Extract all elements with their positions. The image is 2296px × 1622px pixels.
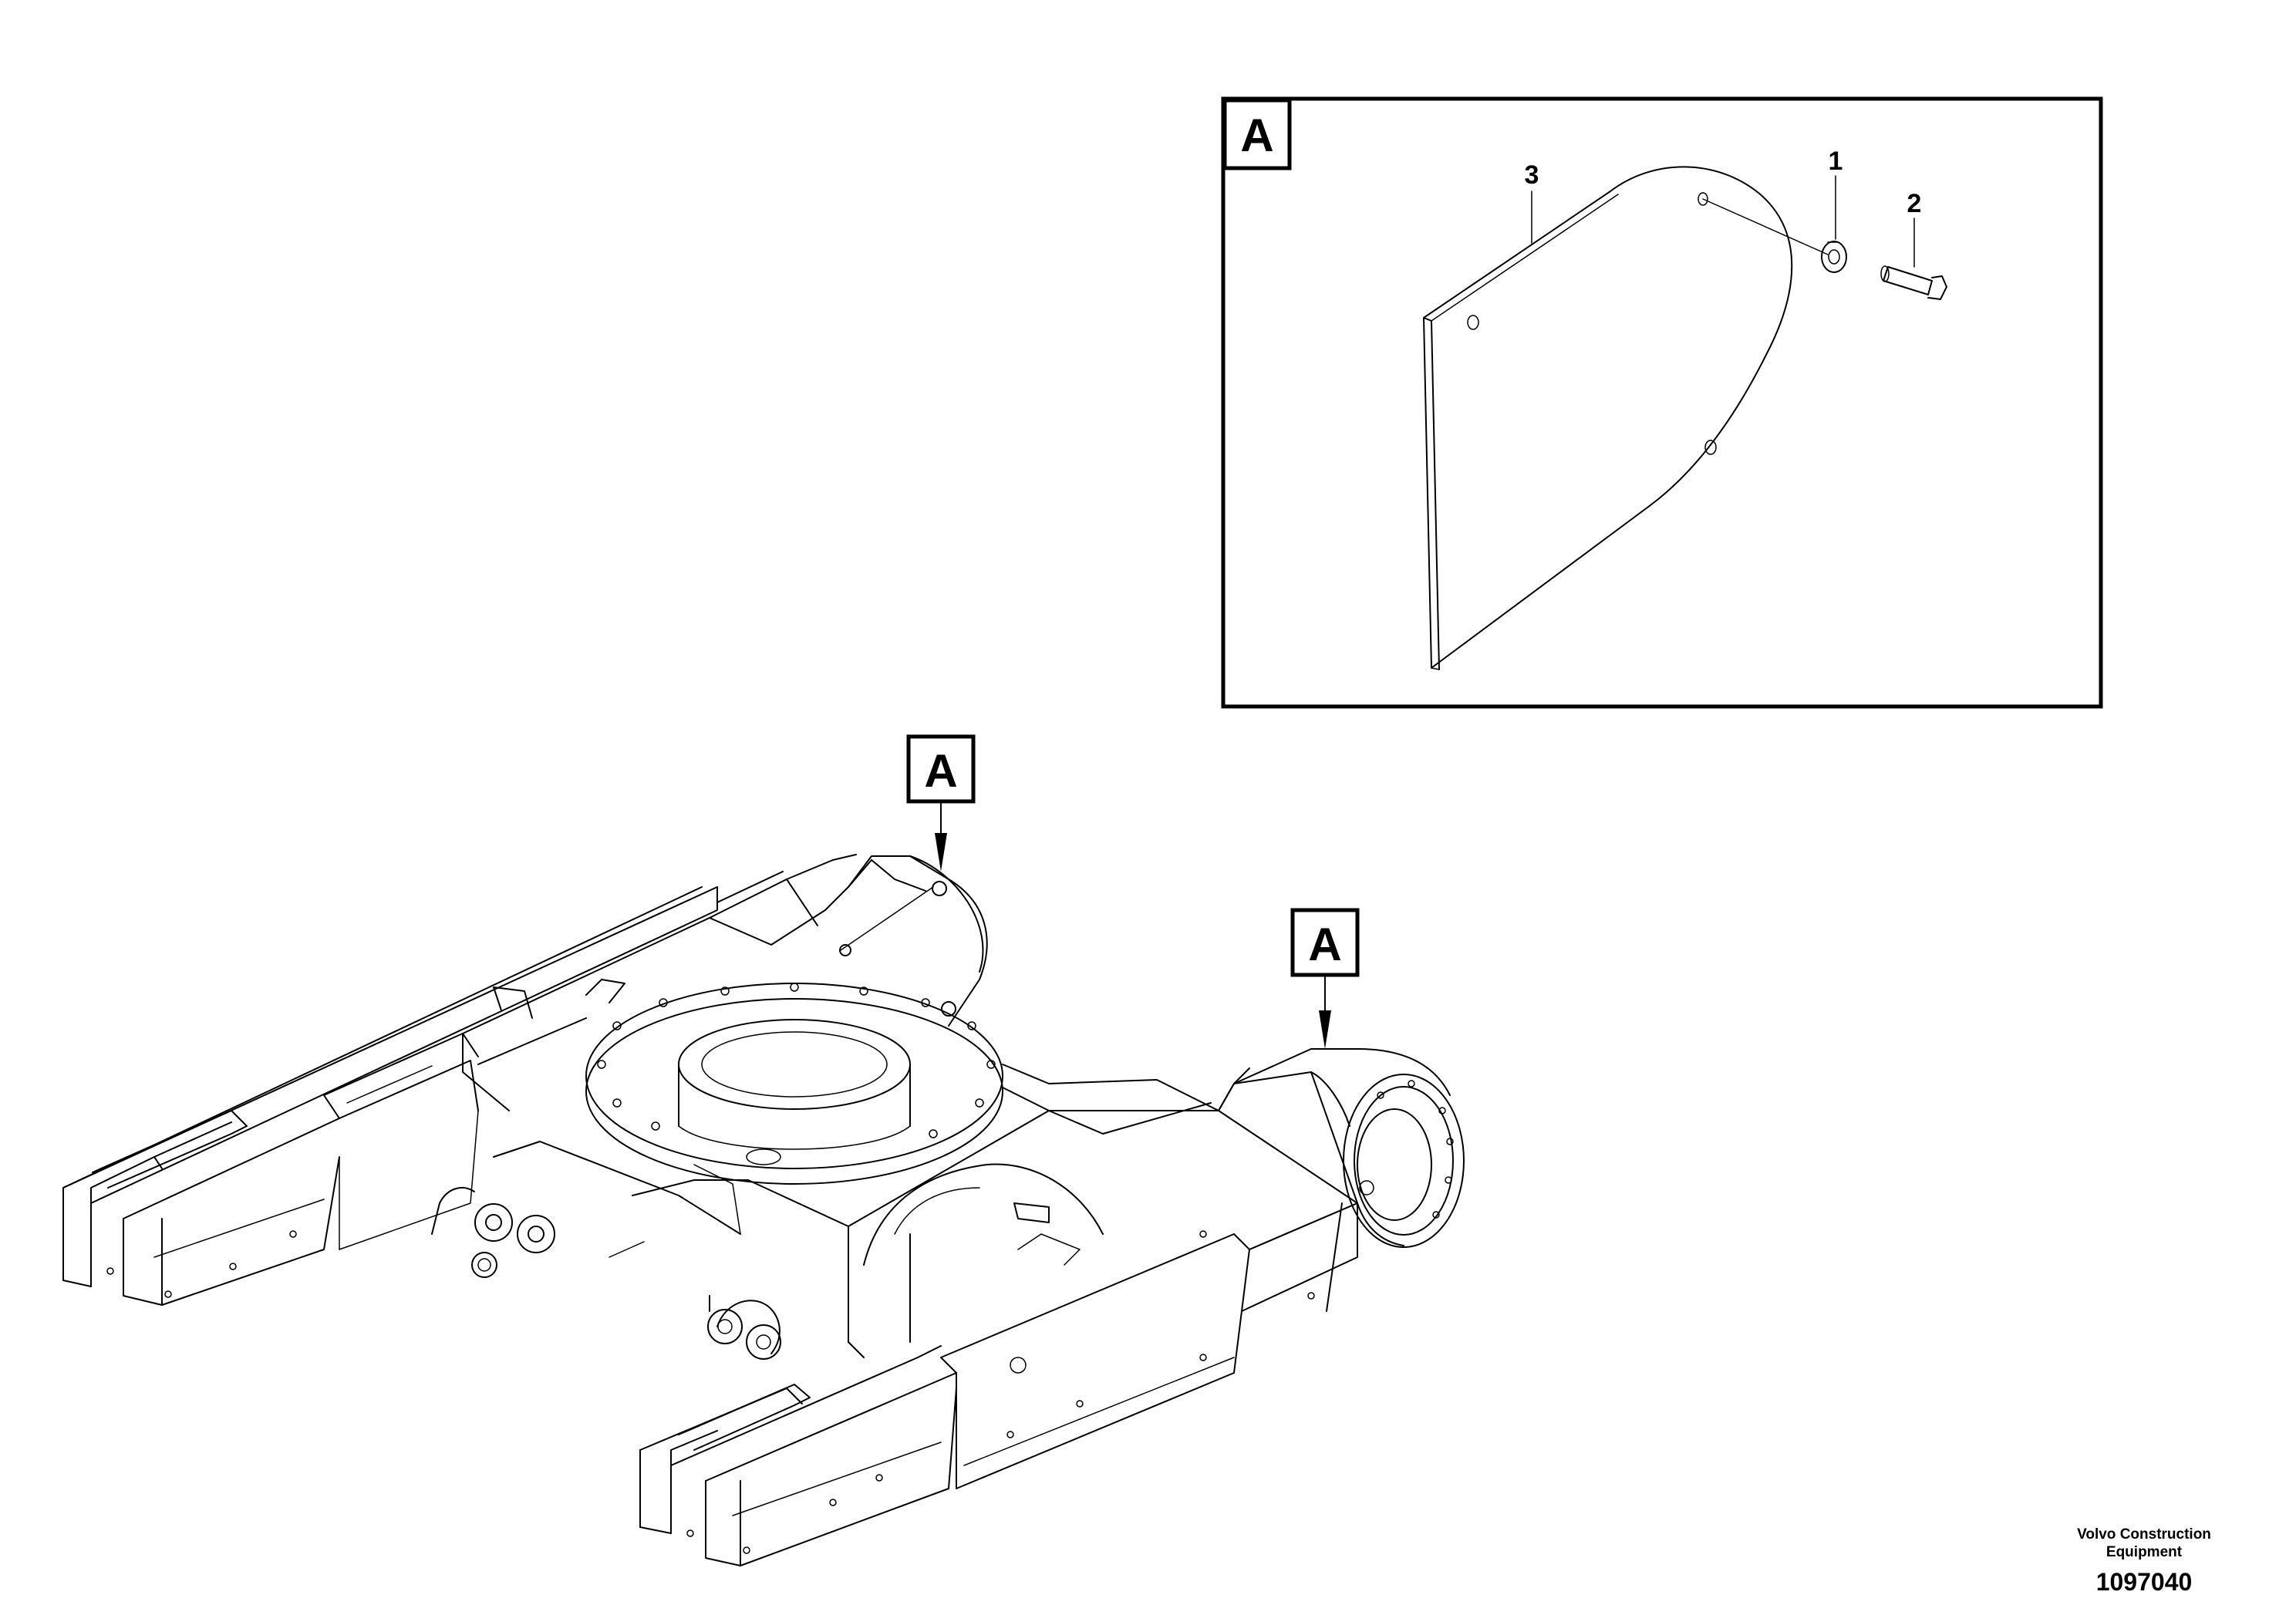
view-marker-left-box (906, 734, 976, 804)
detail-label-box (1222, 98, 1292, 170)
view-marker-left: A (906, 734, 976, 872)
slewing-ring (585, 983, 1003, 1185)
left-beam (462, 854, 926, 1111)
right-track-rail (639, 1202, 1358, 1566)
car-body (477, 1017, 1312, 1358)
right-beam (1013, 1067, 1358, 1312)
callout-3-number: 3 (1525, 160, 1539, 190)
view-marker-right-box (1290, 908, 1360, 977)
footer-company-line1: Volvo Construction (2077, 1526, 2211, 1543)
undercarriage-frame-drawing (62, 854, 1465, 1566)
right-hub-housing (1233, 1048, 1465, 1248)
callout-1-number: 1 (1829, 147, 1843, 176)
footer-company-line2: Equipment (2106, 1544, 2183, 1560)
view-marker-left-label: A (924, 745, 957, 797)
left-hub-housing (839, 855, 988, 1027)
bolt-drawing (1880, 265, 1947, 300)
view-marker-left-arrow (935, 833, 947, 872)
view-marker-right: A (1290, 908, 1360, 1049)
washer-drawing (1821, 241, 1847, 273)
callout-2-number: 2 (1907, 189, 1922, 218)
left-track-rail (62, 886, 718, 1306)
detail-view-a: A 1 2 3 (1221, 96, 2103, 709)
view-marker-right-label: A (1308, 919, 1341, 970)
footer-block: Volvo Construction Equipment 1097040 (2077, 1526, 2211, 1596)
cover-plate-drawing (1423, 166, 1793, 670)
assembly-centerline (1702, 198, 1829, 255)
detail-frame (1221, 96, 2103, 709)
center-brackets (431, 1187, 781, 1360)
view-marker-right-arrow (1319, 1010, 1331, 1049)
detail-label: A (1240, 110, 1273, 161)
footer-drawing-number: 1097040 (2096, 1568, 2193, 1596)
